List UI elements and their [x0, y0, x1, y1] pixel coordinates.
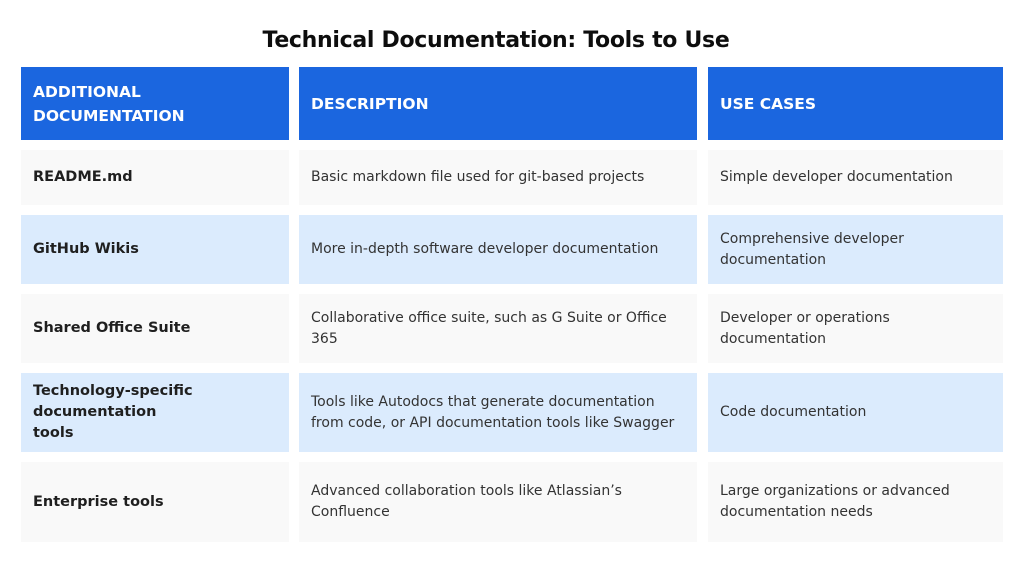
table-cell-use-cases: Large organizations or advanced document… [708, 462, 1003, 542]
tool-name: Shared Office Suite [33, 320, 191, 336]
use-cases-text: Simple developer documentation [720, 169, 953, 185]
description-text: Basic markdown file used for git-based p… [311, 169, 645, 185]
header-use-cases: USE CASES [708, 67, 1003, 140]
use-cases-text: Code documentation [720, 404, 867, 420]
tool-name: Technology-specific documentation tools [33, 383, 193, 441]
header-description: DESCRIPTION [299, 67, 697, 140]
header-additional-documentation: ADDITIONAL DOCUMENTATION [21, 67, 289, 140]
table-cell-tool: GitHub Wikis [21, 215, 289, 284]
table-cell-description: Basic markdown file used for git-based p… [299, 150, 697, 205]
description-text: Collaborative office suite, such as G Su… [311, 309, 667, 347]
use-cases-text: Comprehensive developer documentation [720, 230, 904, 268]
description-text: Advanced collaboration tools like Atlass… [311, 483, 622, 520]
header-label: DESCRIPTION [311, 94, 429, 113]
table-cell-tool: README.md [21, 150, 289, 205]
table-cell-tool: Technology-specific documentation tools [21, 373, 289, 452]
header-label: USE CASES [720, 94, 817, 113]
page-title: Technical Documentation: Tools to Use [262, 28, 730, 53]
description-text: Tools like Autodocs that generate docume… [311, 393, 675, 431]
table-cell-description: More in-depth software developer documen… [299, 215, 697, 284]
description-text: More in-depth software developer documen… [311, 241, 659, 257]
tool-name: GitHub Wikis [33, 241, 139, 257]
table-cell-use-cases: Code documentation [708, 373, 1003, 452]
table-cell-use-cases: Simple developer documentation [708, 150, 1003, 205]
use-cases-text: Developer or operations documentation [720, 309, 890, 347]
table-cell-tool: Shared Office Suite [21, 294, 289, 363]
table-cell-use-cases: Comprehensive developer documentation [708, 215, 1003, 284]
table-cell-description: Collaborative office suite, such as G Su… [299, 294, 697, 363]
table-cell-description: Advanced collaboration tools like Atlass… [299, 462, 697, 542]
use-cases-text: Large organizations or advanced document… [720, 483, 950, 520]
tool-name: README.md [33, 169, 133, 185]
header-label: ADDITIONAL DOCUMENTATION [33, 82, 185, 125]
table-cell-use-cases: Developer or operations documentation [708, 294, 1003, 363]
tool-name: Enterprise tools [33, 493, 164, 510]
table-cell-description: Tools like Autodocs that generate docume… [299, 373, 697, 452]
table-cell-tool: Enterprise tools [21, 462, 289, 542]
